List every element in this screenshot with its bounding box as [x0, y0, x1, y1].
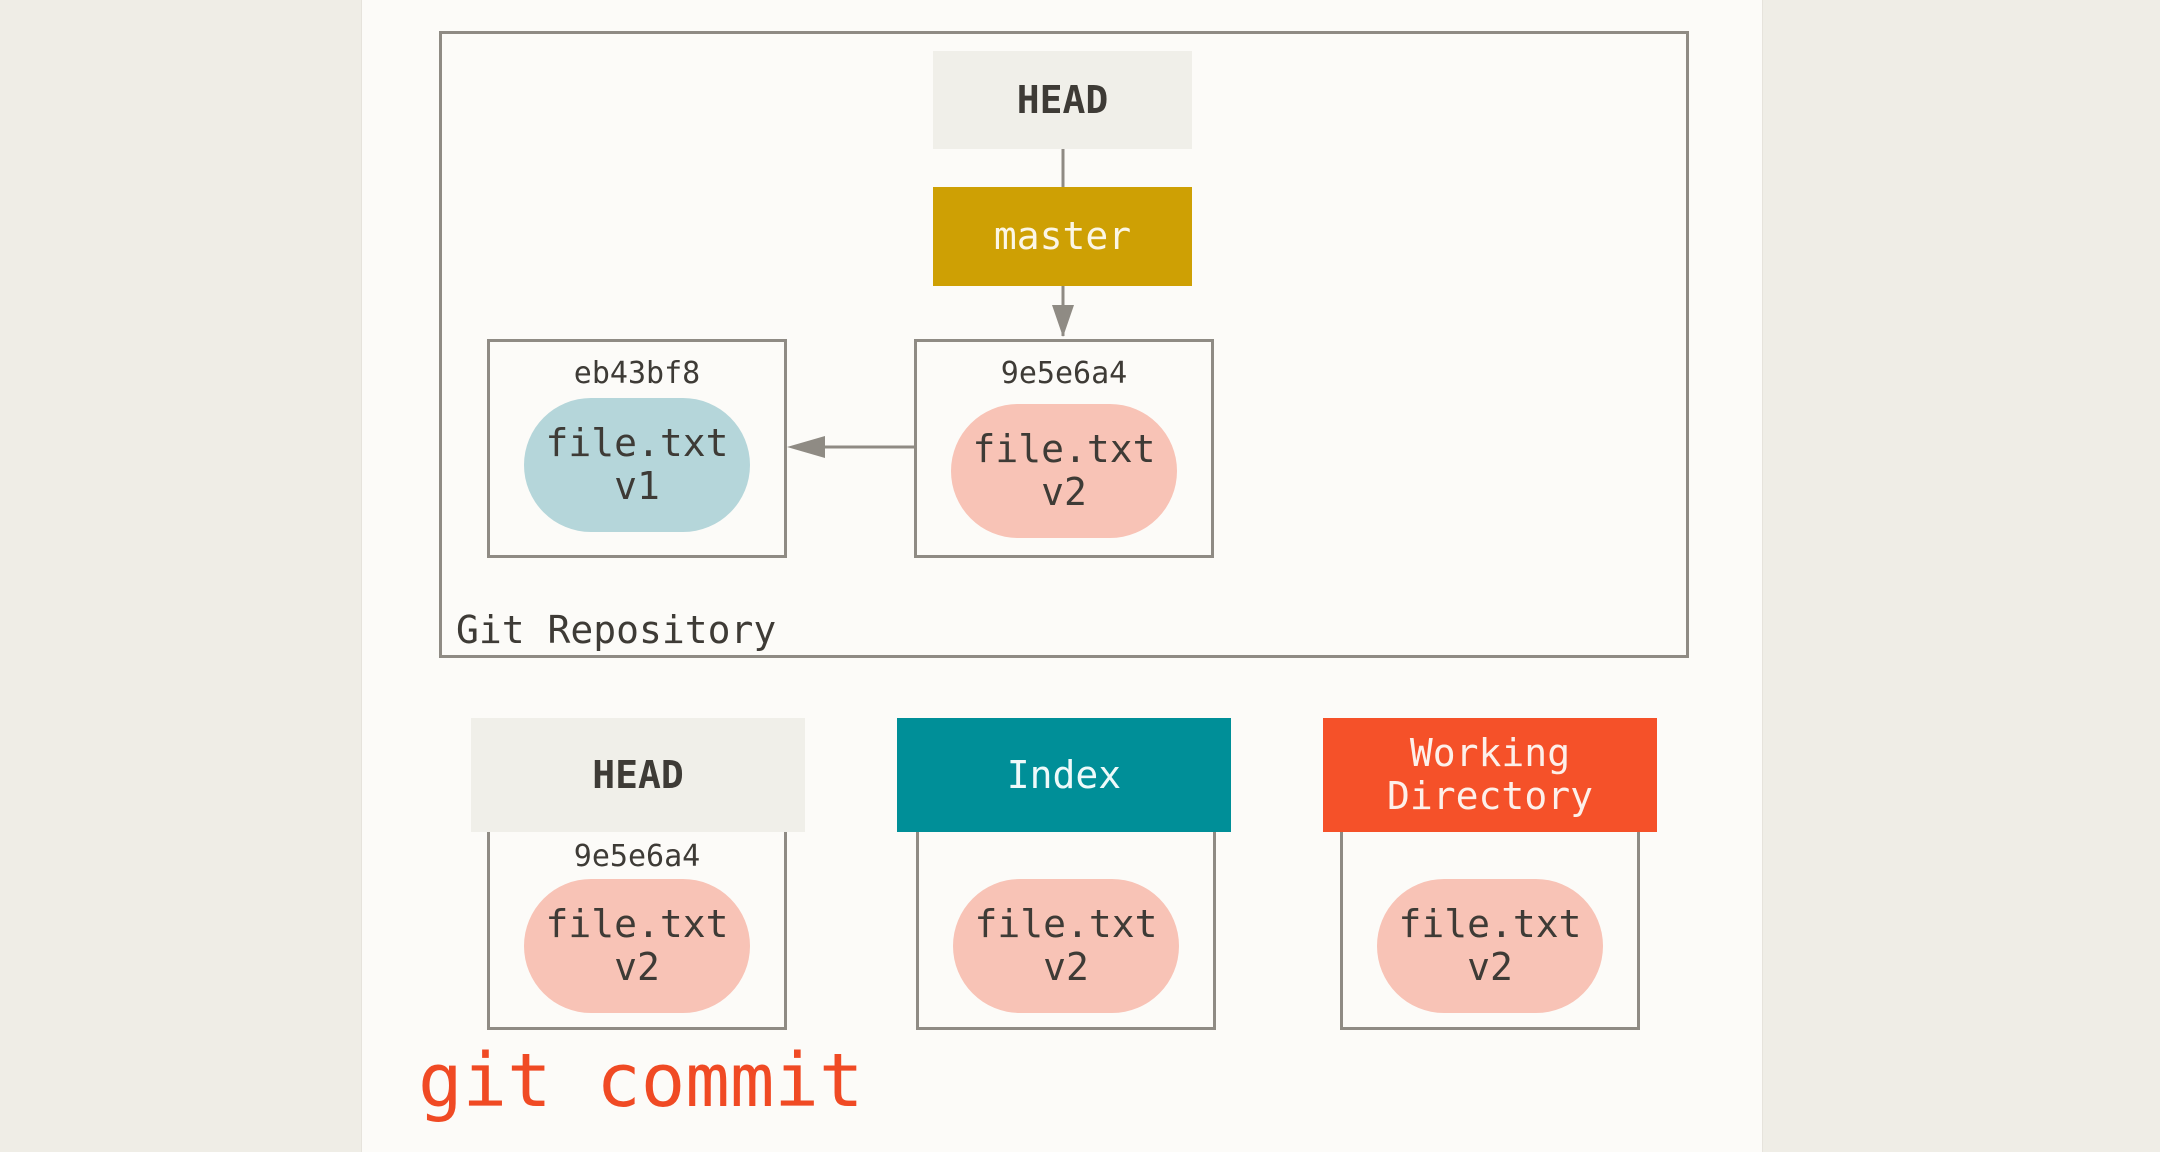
index-tree-box: file.txt v2	[916, 826, 1216, 1030]
diagram-connectors	[787, 149, 1074, 458]
working-directory-tree-blob: file.txt v2	[1377, 879, 1603, 1013]
commit-eb43bf8: eb43bf8 file.txt v1	[487, 339, 787, 558]
head-ref: HEAD	[933, 51, 1192, 149]
commit-hash: 9e5e6a4	[1000, 356, 1128, 391]
working-directory-tree-box: file.txt v2	[1340, 826, 1640, 1030]
parent-arrowhead	[787, 436, 825, 458]
git-repository-label: Git Repository	[456, 608, 777, 652]
head-tree-header: HEAD	[471, 718, 805, 832]
head-tree-blob: file.txt v2	[524, 879, 750, 1013]
commit-hash: eb43bf8	[573, 356, 701, 391]
head-tree-hash: 9e5e6a4	[573, 839, 701, 874]
blob-file-v2: file.txt v2	[951, 404, 1177, 538]
blob-file-v1: file.txt v1	[524, 398, 750, 532]
working-directory-tree-header: Working Directory	[1323, 718, 1657, 832]
commit-9e5e6a4: 9e5e6a4 file.txt v2	[914, 339, 1214, 558]
git-command-label: git commit	[418, 1038, 864, 1124]
master-arrowhead	[1052, 305, 1074, 337]
head-tree-box: 9e5e6a4 file.txt v2	[487, 826, 787, 1030]
master-branch-ref: master	[933, 187, 1192, 286]
git-repository-box	[439, 31, 1689, 658]
index-tree-blob: file.txt v2	[953, 879, 1179, 1013]
diagram-page: Git Repository HEAD master eb43bf8 file.…	[361, 0, 1763, 1152]
index-tree-header: Index	[897, 718, 1231, 832]
